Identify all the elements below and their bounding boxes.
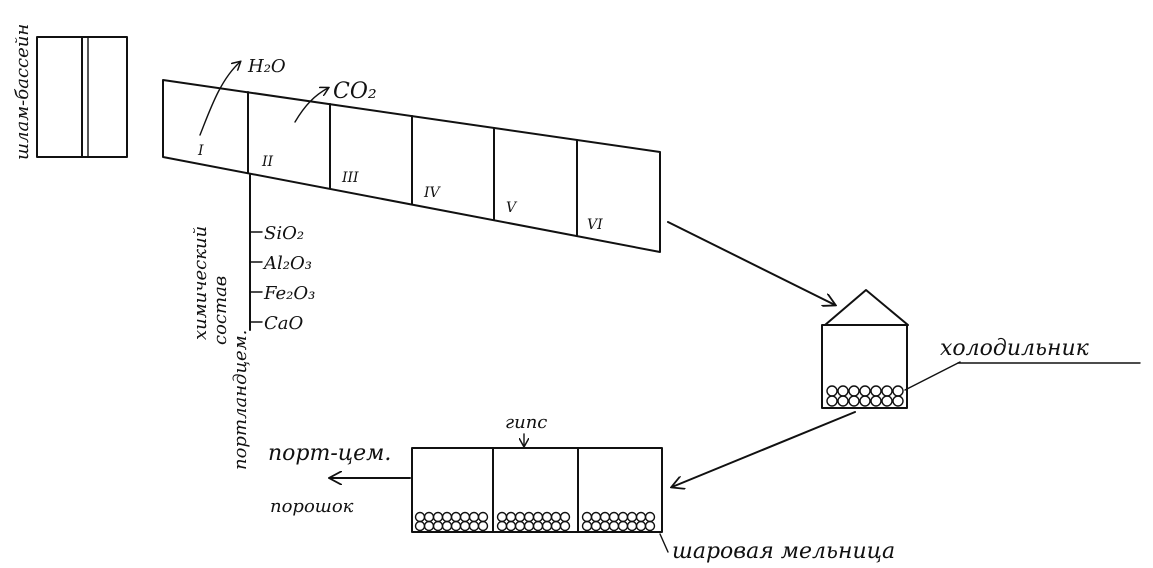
mill-balls bbox=[414, 511, 656, 532]
composition-label-2: состав bbox=[210, 276, 231, 345]
cooler-to-mill-arrow bbox=[672, 411, 856, 487]
mill-label: шаровая мельница bbox=[672, 539, 895, 564]
cooler-balls bbox=[826, 385, 904, 407]
mill-label-leader bbox=[659, 533, 669, 553]
kiln-zone-3: III bbox=[341, 170, 359, 186]
kiln-zone-4: IV bbox=[423, 185, 442, 201]
composition-item-fe2o3: Fe₂O₃ bbox=[263, 283, 315, 304]
cooler-label-leader bbox=[904, 361, 961, 391]
composition-label-1: химический bbox=[190, 226, 211, 340]
gypsum-label: гипс bbox=[505, 412, 547, 433]
slurry-basin bbox=[36, 36, 128, 158]
co2-label: CO₂ bbox=[333, 79, 377, 104]
kiln-to-cooler-arrow bbox=[667, 221, 835, 305]
product-label-2: порошок bbox=[270, 496, 354, 517]
composition-item-al2o3: Al₂O₃ bbox=[262, 253, 312, 274]
kiln-zone-5: V bbox=[506, 200, 518, 216]
composition-bracket bbox=[249, 174, 263, 331]
cooler bbox=[821, 289, 909, 409]
kiln-zone-1: I bbox=[197, 143, 204, 159]
composition-item-sio2: SiO₂ bbox=[264, 223, 304, 244]
kiln-zone-2: II bbox=[261, 154, 274, 170]
h2o-label: H₂O bbox=[247, 56, 286, 77]
product-label-1: порт-цем. bbox=[268, 441, 391, 466]
ball-mill bbox=[411, 447, 663, 533]
co2-arrow bbox=[294, 88, 328, 123]
kiln-zone-6: VI bbox=[587, 217, 603, 233]
slurry-basin-label: шлам-бассейн bbox=[12, 24, 33, 160]
composition-item-cao: CaO bbox=[264, 313, 304, 334]
composition-label-3: портландцем. bbox=[230, 330, 251, 470]
cooler-label: холодильник bbox=[940, 336, 1090, 361]
rotary-kiln bbox=[162, 79, 661, 253]
h2o-arrow bbox=[199, 62, 240, 136]
